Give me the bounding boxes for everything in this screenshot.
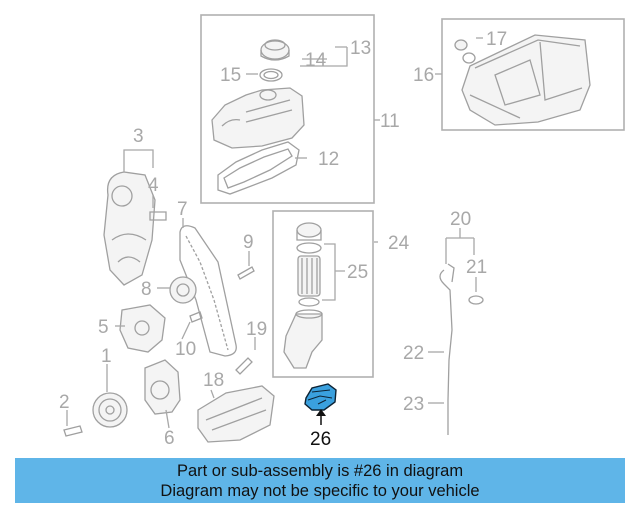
oil-filter-housing[interactable] [283, 222, 323, 369]
info-banner: Part or sub-assembly is #26 in diagram D… [15, 458, 625, 503]
timing-belt-cover[interactable] [103, 171, 156, 286]
callout-11: 11 [380, 111, 400, 132]
group-box-cylinder-head-cover [200, 14, 375, 204]
callout-8: 8 [141, 279, 152, 300]
oil-filler-cap[interactable] [259, 39, 290, 82]
callout-4: 4 [148, 175, 159, 196]
dipstick-seal[interactable] [468, 295, 484, 305]
callout-9: 9 [243, 232, 254, 253]
callout-18: 18 [203, 370, 224, 391]
crankshaft-pulley[interactable] [92, 392, 128, 428]
callout-15: 15 [220, 65, 241, 86]
leader-lines [66, 37, 483, 429]
front-seal-cover[interactable] [144, 359, 181, 415]
stud[interactable] [237, 266, 255, 280]
leader-arrow-26 [316, 409, 326, 416]
callout-12: 12 [318, 149, 339, 170]
valve-cover-gasket[interactable] [217, 141, 300, 195]
callout-3: 3 [133, 126, 144, 147]
callout-23: 23 [403, 394, 424, 415]
oil-pump[interactable] [197, 385, 275, 443]
pulley-bolt[interactable] [63, 425, 83, 437]
callout-24: 24 [388, 233, 410, 254]
banner-line-1: Part or sub-assembly is #26 in diagram [176, 462, 464, 480]
dowel[interactable] [235, 357, 253, 375]
callout-5: 5 [98, 317, 109, 338]
callout-17: 17 [486, 29, 507, 50]
callout-6: 6 [164, 428, 175, 449]
callout-19: 19 [246, 319, 267, 340]
drain-plug[interactable] [454, 39, 476, 64]
banner-line-2: Diagram may not be specific to your vehi… [160, 482, 480, 500]
callout-25: 25 [347, 262, 368, 283]
callout-14: 14 [305, 50, 327, 71]
bracket[interactable] [149, 211, 167, 221]
callout-26: 26 [310, 429, 331, 450]
tensioner[interactable] [169, 276, 197, 304]
callout-2: 2 [59, 392, 70, 413]
group-box-oil-filter [272, 210, 374, 378]
callout-16: 16 [413, 65, 434, 86]
oil-pan[interactable] [461, 34, 591, 126]
callout-7: 7 [177, 199, 188, 220]
callout-10: 10 [175, 339, 196, 360]
rear-cover[interactable] [119, 304, 166, 353]
dipstick[interactable] [439, 263, 455, 435]
callout-13: 13 [350, 38, 371, 59]
valve-cover[interactable] [211, 87, 305, 149]
callout-1: 1 [101, 346, 112, 367]
callout-22: 22 [403, 343, 424, 364]
callout-21: 21 [466, 257, 487, 278]
idler-bolt[interactable] [189, 311, 203, 323]
highlighted-part-26[interactable] [304, 383, 337, 411]
callout-20: 20 [450, 209, 471, 230]
